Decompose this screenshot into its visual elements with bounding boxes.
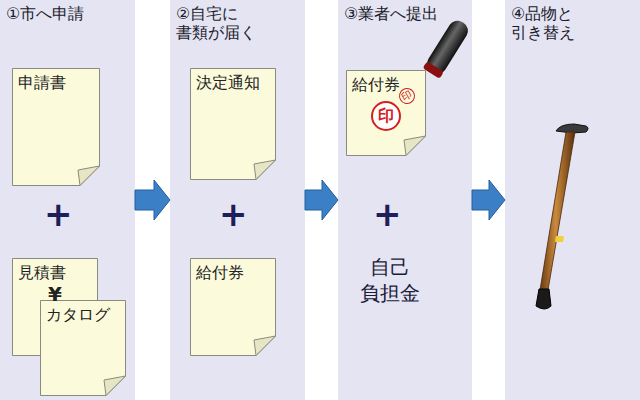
flow-arrow <box>472 180 505 220</box>
walking-cane <box>536 124 588 309</box>
document-sheet: カタログ <box>40 300 126 396</box>
step-heading: ③業者へ提出 <box>338 0 472 27</box>
step-heading: ①市へ申請 <box>0 0 135 27</box>
plus-sign: + <box>44 196 73 232</box>
yen-mark: ¥ <box>12 283 98 305</box>
document-sheet: 給付券印 <box>346 70 426 156</box>
flow-arrow <box>305 180 338 220</box>
document-sheet: 申請書 <box>12 68 100 186</box>
document-title: 見積書 <box>12 258 98 283</box>
self-pay-note: 自己 負担金 <box>348 254 432 306</box>
document-title: カタログ <box>40 300 126 325</box>
step-heading: ②自宅に 書類が届く <box>170 0 305 46</box>
plus-sign: + <box>373 196 402 232</box>
document-title: 給付券 <box>190 258 276 283</box>
hanko-stamp <box>423 17 472 78</box>
step-column: ③業者へ提出給付券印 <box>338 0 472 400</box>
document-title: 申請書 <box>12 68 100 93</box>
step-column: ④品物と 引き替え <box>505 0 640 400</box>
flow-arrow <box>135 180 170 220</box>
document-title: 給付券 <box>346 70 426 95</box>
seal-mark: 印 <box>371 101 401 131</box>
document-title: 決定通知 <box>190 68 276 93</box>
plus-sign: + <box>219 196 248 232</box>
document-sheet: 給付券 <box>190 258 276 356</box>
step-heading: ④品物と 引き替え <box>505 0 640 46</box>
document-sheet: 決定通知 <box>190 68 276 180</box>
